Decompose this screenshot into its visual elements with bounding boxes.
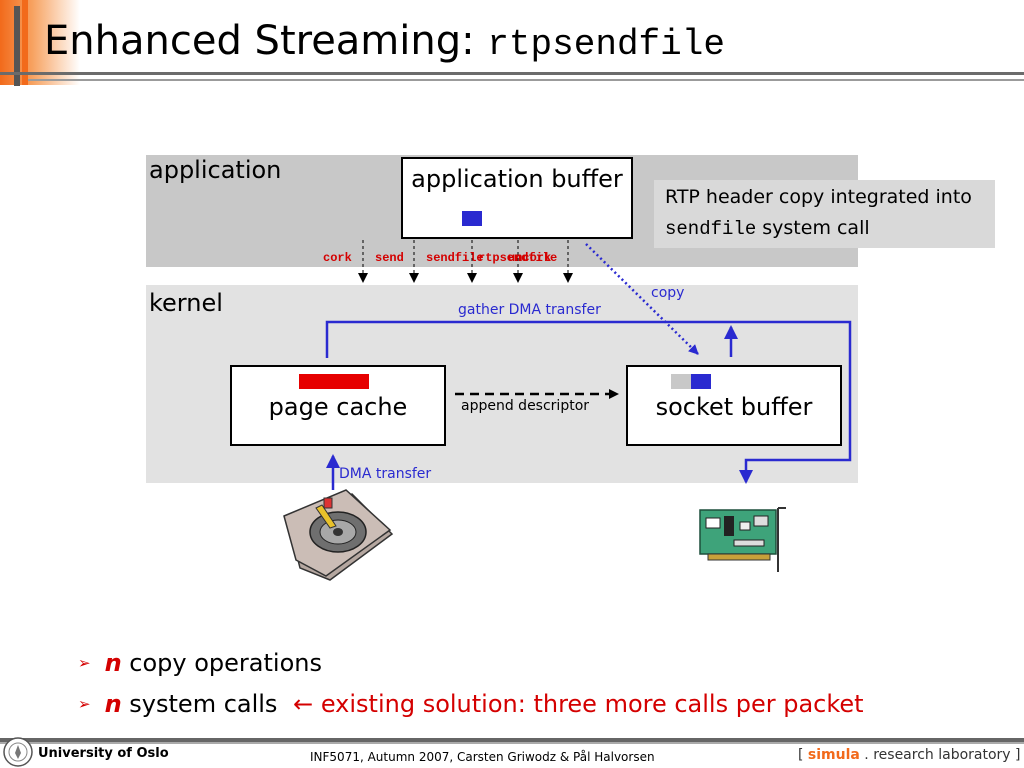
- syscall-rtpsendfile-label: rtpsendfile: [478, 251, 558, 265]
- bullet-n: n: [104, 649, 122, 677]
- footer-simula-rest: . research laboratory ]: [859, 747, 1021, 763]
- footer-simula-logo: [ simula . research laboratory ]: [798, 747, 1021, 763]
- dma-transfer-label: DMA transfer: [339, 466, 432, 482]
- append-descriptor-label: append descriptor: [461, 398, 590, 414]
- rtp-header-block: [462, 211, 482, 226]
- syscall-sendfile-label: sendfile: [426, 251, 484, 265]
- kernel-region-label: kernel: [149, 289, 223, 317]
- bullet-existing-solution: existing solution: three more calls per …: [313, 690, 864, 718]
- title-accent-gradient: [0, 0, 80, 85]
- network-card-icon: [699, 507, 786, 572]
- gather-dma-label: gather DMA transfer: [458, 302, 601, 318]
- socket-buffer-label: socket buffer: [655, 393, 813, 421]
- rtp-note-line2: sendfile system call: [665, 217, 870, 240]
- page-cache-data-block: [299, 374, 369, 389]
- syscall-arrows: [358, 240, 573, 283]
- slide-title-text: Enhanced Streaming:: [44, 18, 488, 64]
- footer-rule: [0, 738, 1024, 742]
- gather-dma-path: [325, 320, 852, 484]
- socket-buffer-header-block: [691, 374, 711, 389]
- footer-university: University of Oslo: [38, 746, 169, 761]
- syscall-send-label: send: [375, 251, 404, 265]
- rtp-note-box: RTP header copy integrated into sendfile…: [654, 180, 995, 248]
- application-region-label: application: [149, 156, 282, 184]
- application-buffer-box: application buffer: [401, 157, 633, 239]
- title-underline-secondary: [28, 79, 1024, 81]
- page-cache-label: page cache: [268, 393, 408, 421]
- hard-disk-icon: [283, 489, 394, 581]
- title-bar-decoration: [14, 6, 20, 86]
- application-buffer-label: application buffer: [411, 165, 623, 193]
- socket-buffer-descriptor-block: [671, 374, 691, 389]
- rtp-note-code: sendfile: [665, 218, 757, 240]
- syscall-cork-label: cork: [323, 251, 352, 265]
- title-underline: [0, 72, 1024, 75]
- title-bar-decoration-accent: [22, 0, 28, 85]
- footer-simula-name: simula: [807, 747, 860, 763]
- copy-label: copy: [651, 285, 685, 301]
- footer-rule-secondary: [0, 742, 1024, 744]
- socket-buffer-box: socket buffer: [626, 365, 842, 446]
- page-cache-box: page cache: [230, 365, 446, 446]
- footer-course-info: INF5071, Autumn 2007, Carsten Griwodz & …: [310, 750, 655, 764]
- slide-title: Enhanced Streaming: rtpsendfile: [44, 18, 725, 65]
- bullet-text: copy operations: [121, 649, 322, 677]
- copy-arrow: [585, 243, 699, 355]
- rtp-note-line2-text: system call: [756, 217, 870, 239]
- footer-simula-open: [: [798, 747, 808, 763]
- rtp-note-line1: RTP header copy integrated into: [665, 186, 972, 208]
- bullet-copy-operations: ➢ n copy operations: [78, 649, 322, 677]
- bullet-n: n: [104, 690, 122, 718]
- bullet-system-calls: ➢ n system calls ← existing solution: thr…: [78, 690, 864, 718]
- bullet-arrow-icon: ➢: [78, 654, 91, 672]
- bullet-text: system calls: [121, 690, 278, 718]
- bullet-arrow-icon: ➢: [78, 695, 91, 713]
- left-arrow-icon: ←: [293, 690, 314, 718]
- syscall-uncork-label: uncork: [508, 251, 552, 265]
- university-seal-icon: [3, 737, 33, 767]
- slide-title-code: rtpsendfile: [487, 24, 725, 65]
